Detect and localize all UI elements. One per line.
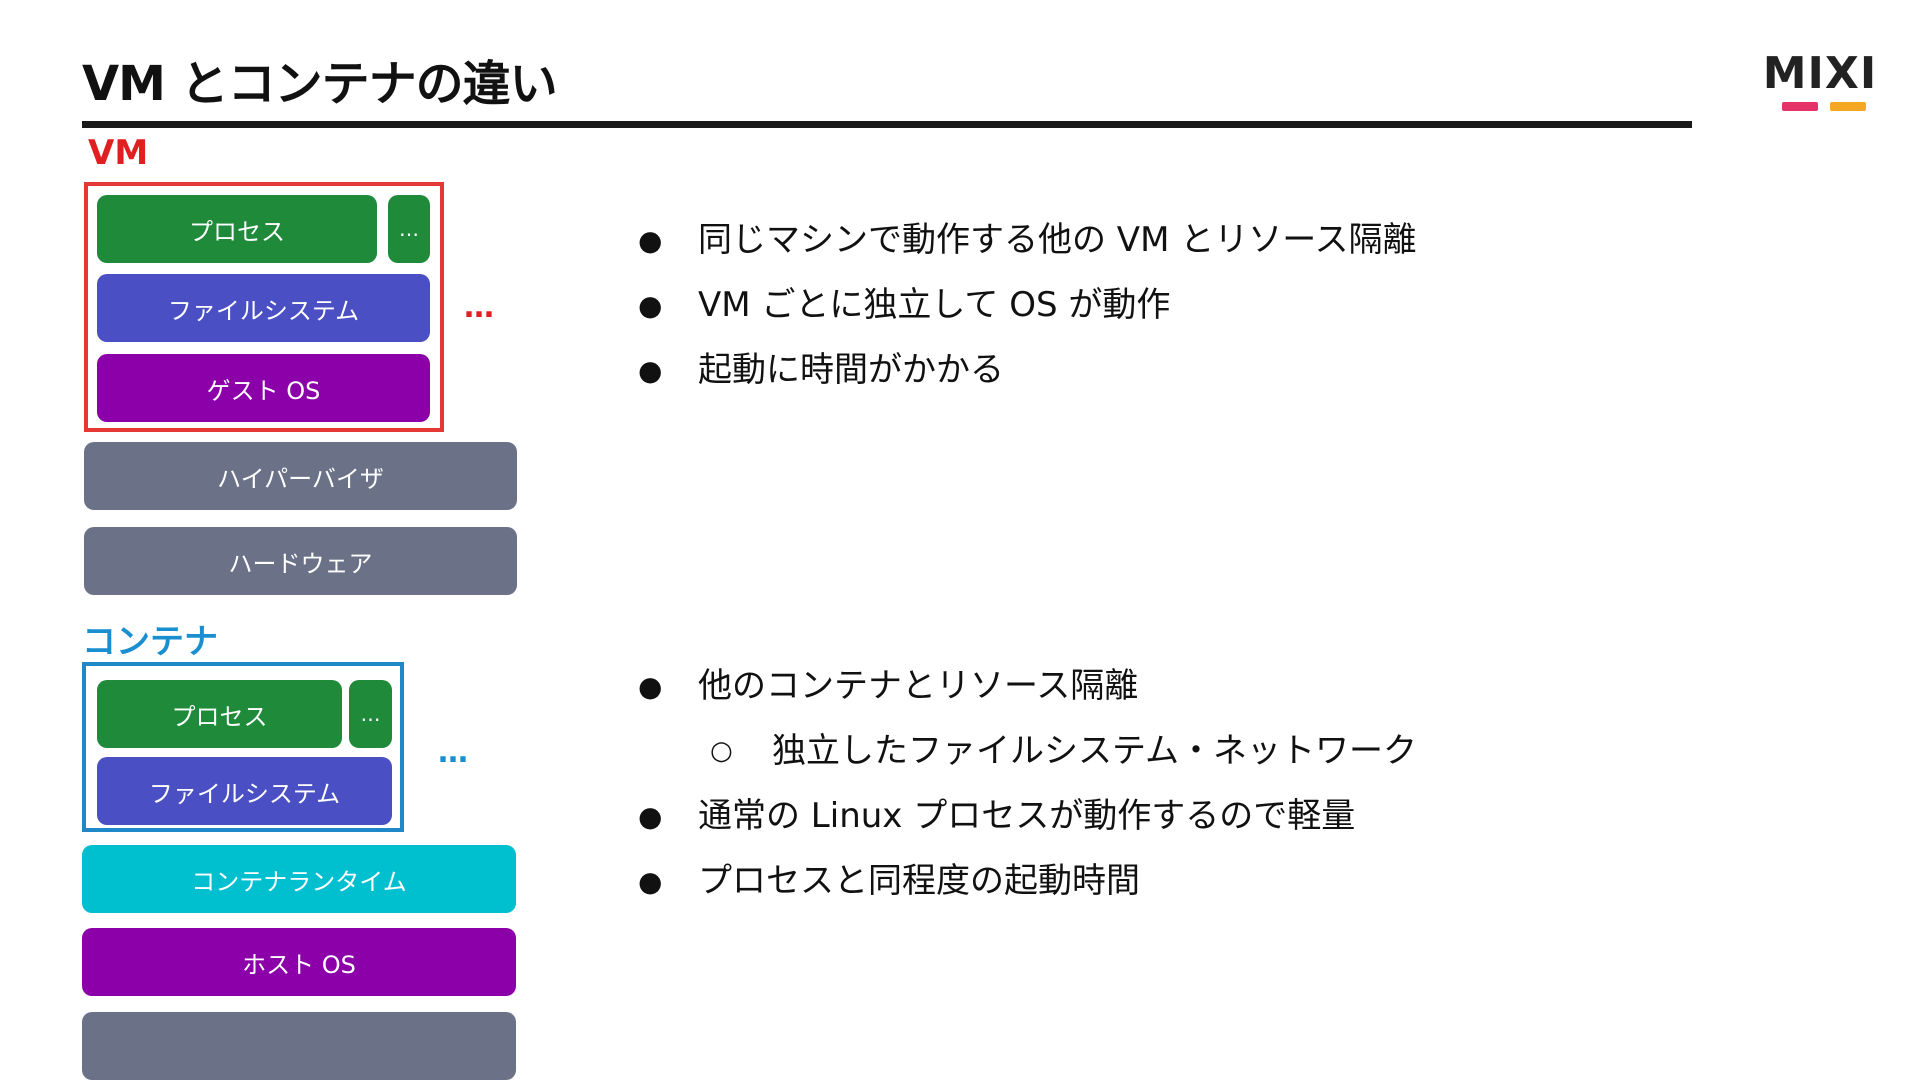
hardware-block: ハードウェア — [84, 527, 517, 595]
list-item: ●同じマシンで動作する他の VM とリソース隔離 — [632, 208, 1417, 273]
mixi-logo: MIXI — [1757, 52, 1883, 114]
bullet-icon: ● — [638, 354, 663, 387]
container-hardware-block — [82, 1012, 516, 1080]
vm-process-block: プロセス — [97, 195, 377, 263]
bullet-icon: ● — [638, 670, 663, 703]
list-item: ●起動に時間がかかる — [632, 338, 1417, 403]
container-filesystem-block: ファイルシステム — [97, 757, 392, 825]
list-item: ●プロセスと同程度の起動時間 — [632, 849, 1417, 914]
logo-orange-bar — [1830, 102, 1866, 111]
vm-guest-os-block: ゲスト OS — [97, 354, 430, 422]
list-item: ●他のコンテナとリソース隔離 — [632, 654, 1417, 719]
hypervisor-block: ハイパーバイザ — [84, 442, 517, 510]
sub-bullet-icon: ○ — [710, 736, 733, 766]
container-runtime-block: コンテナランタイム — [82, 845, 516, 913]
list-item: ●VM ごとに独立して OS が動作 — [632, 273, 1417, 338]
logo-text: MIXI — [1762, 48, 1878, 99]
title-underline — [82, 121, 1692, 128]
container-bullet-list: ●他のコンテナとリソース隔離 ○独立したファイルシステム・ネットワーク ●通常の… — [632, 654, 1417, 914]
container-process-more-block: … — [349, 680, 392, 748]
vm-more-indicator: … — [464, 290, 495, 325]
vm-process-more-block: … — [388, 195, 430, 263]
container-section-label: コンテナ — [82, 622, 218, 662]
vm-bullet-list: ●同じマシンで動作する他の VM とリソース隔離 ●VM ごとに独立して OS … — [632, 208, 1417, 403]
vm-guest-frame — [84, 182, 444, 432]
container-frame — [82, 662, 404, 832]
bullet-icon: ● — [638, 800, 663, 833]
container-more-indicator: … — [438, 735, 469, 770]
logo-pink-bar — [1782, 102, 1818, 111]
vm-filesystem-block: ファイルシステム — [97, 274, 430, 342]
list-item: ●通常の Linux プロセスが動作するので軽量 — [632, 784, 1417, 849]
vm-section-label: VM — [88, 133, 149, 173]
list-item: ○独立したファイルシステム・ネットワーク — [632, 719, 1417, 784]
bullet-icon: ● — [638, 224, 663, 257]
host-os-block: ホスト OS — [82, 928, 516, 996]
container-process-block: プロセス — [97, 680, 342, 748]
bullet-icon: ● — [638, 865, 663, 898]
page-title: VM とコンテナの違い — [82, 56, 558, 112]
bullet-icon: ● — [638, 289, 663, 322]
